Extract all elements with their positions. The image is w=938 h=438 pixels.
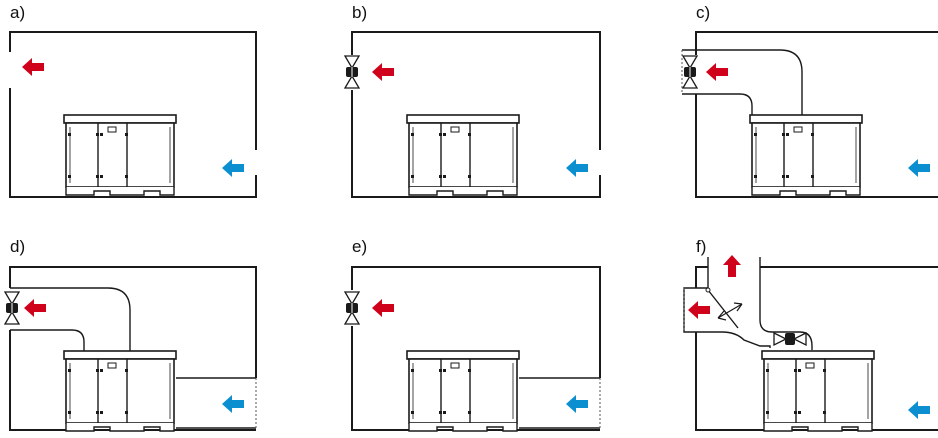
panel-d: d) bbox=[4, 237, 257, 432]
panel-e: e) bbox=[344, 237, 601, 432]
intake-arrow-e bbox=[566, 395, 588, 413]
panel-a: a) bbox=[9, 3, 257, 198]
exhaust-arrow-d bbox=[24, 299, 46, 317]
panel-label-a: a) bbox=[10, 3, 25, 22]
intake-arrow-a bbox=[222, 159, 244, 177]
exhaust-duct-c bbox=[682, 49, 803, 115]
compressor-unit-a bbox=[63, 114, 177, 196]
duct-fan-icon-d bbox=[4, 291, 20, 325]
panel-label-d: d) bbox=[10, 237, 25, 256]
exhaust-arrow-a bbox=[22, 58, 44, 76]
duct-fan-icon-c bbox=[682, 55, 698, 89]
intake-duct-d bbox=[176, 377, 256, 429]
room-wall-a bbox=[9, 31, 257, 198]
compressor-unit-c bbox=[749, 114, 863, 196]
panel-label-b: b) bbox=[352, 3, 367, 22]
intake-arrow-b bbox=[566, 159, 588, 177]
compressor-unit-f bbox=[761, 350, 875, 432]
damper-direction-icon bbox=[717, 302, 743, 321]
intake-duct-e bbox=[519, 377, 600, 429]
panel-f: f) bbox=[683, 237, 938, 432]
intake-arrow-c bbox=[908, 159, 930, 177]
panel-b: b) bbox=[344, 3, 601, 198]
exhaust-duct-d bbox=[10, 287, 131, 351]
panel-label-e: e) bbox=[352, 237, 367, 256]
intake-arrow-d bbox=[222, 395, 244, 413]
panel-label-c: c) bbox=[696, 3, 710, 22]
compressor-unit-e bbox=[406, 350, 520, 432]
wall-fan-icon-b bbox=[344, 55, 360, 89]
room-wall-b bbox=[351, 31, 601, 198]
intake-arrow-f bbox=[908, 401, 930, 419]
top-fan-icon-f bbox=[773, 332, 807, 346]
room-wall-c bbox=[695, 31, 938, 198]
exhaust-arrow-e bbox=[372, 299, 394, 317]
compressor-unit-b bbox=[406, 114, 520, 196]
panel-c: c) bbox=[681, 3, 938, 198]
damper-flap-f bbox=[707, 289, 739, 329]
damper-pivot-icon bbox=[705, 287, 711, 293]
exhaust-arrow-f bbox=[688, 301, 710, 319]
exhaust-up-arrow-f bbox=[723, 255, 741, 277]
exhaust-arrow-c bbox=[706, 63, 728, 81]
panel-label-f: f) bbox=[696, 237, 706, 256]
wall-fan-icon-e bbox=[344, 291, 360, 325]
exhaust-arrow-b bbox=[372, 63, 394, 81]
compressor-unit-d bbox=[63, 350, 177, 432]
